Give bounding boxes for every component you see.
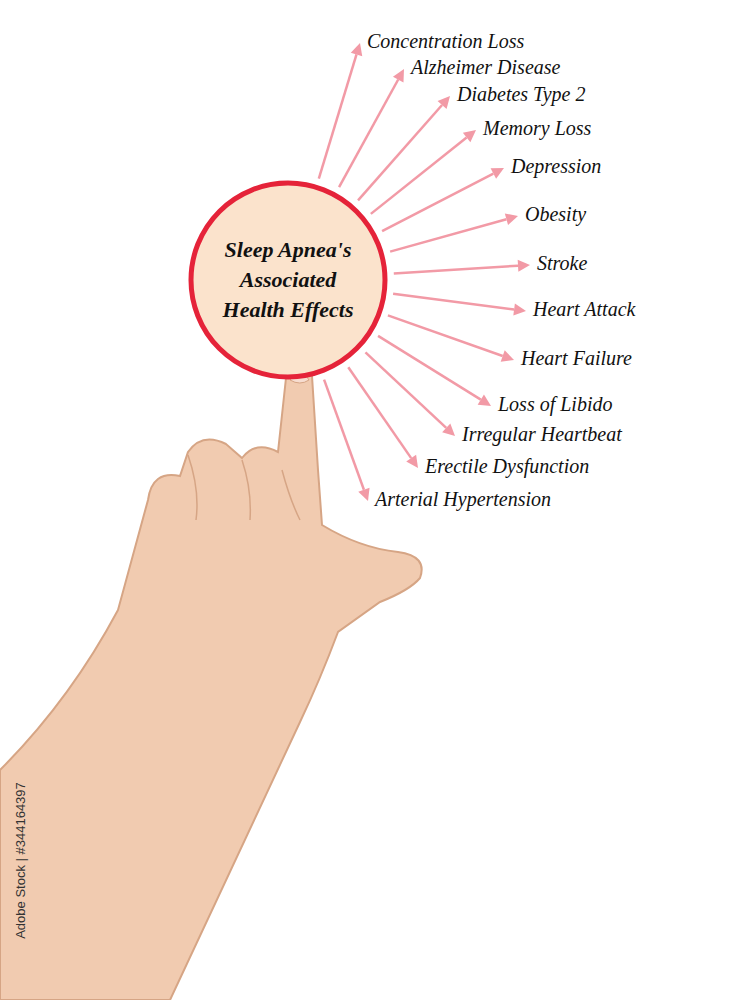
effect-label: Stroke <box>537 251 587 275</box>
circle-shape <box>191 183 385 377</box>
effect-label: Arterial Hypertension <box>375 487 551 511</box>
arrow-line <box>393 294 514 310</box>
arrow-line <box>394 266 518 274</box>
knuckle-line <box>188 455 300 520</box>
arrow-line <box>324 380 364 490</box>
arrow-line <box>339 80 398 188</box>
arrow-line <box>388 315 503 356</box>
hand-shape <box>0 366 422 1000</box>
arrow-line <box>382 174 493 232</box>
arrow-head <box>442 423 455 436</box>
effect-label: Heart Attack <box>533 297 635 321</box>
circle-title: Sleep Apnea's Associated Health Effects <box>208 235 368 325</box>
arrow-line <box>358 105 442 200</box>
arrow-head <box>518 260 530 272</box>
arrow-head <box>478 395 491 406</box>
effect-label: Concentration Loss <box>367 29 524 53</box>
effect-label: Loss of Libido <box>498 392 612 416</box>
arrow-head <box>406 455 418 468</box>
arrow-line <box>371 137 467 213</box>
effect-label: Heart Failure <box>521 346 632 370</box>
effect-label: Diabetes Type 2 <box>457 82 586 106</box>
arrow-line <box>365 352 446 427</box>
arrow-head <box>358 488 369 501</box>
arrow-head <box>491 168 504 179</box>
arrow-line <box>378 336 481 400</box>
effect-label: Irregular Heartbeat <box>462 422 622 446</box>
effect-label: Erectile Dysfunction <box>425 454 589 478</box>
arrow-head <box>505 213 518 225</box>
watermark: Adobe Stock | #344164397 <box>13 782 28 939</box>
arrow-head <box>351 43 362 56</box>
effect-label: Depression <box>511 154 601 178</box>
arrow-head <box>513 304 526 316</box>
effect-label: Alzheimer Disease <box>411 55 560 79</box>
arrow-head <box>438 96 450 109</box>
arrow-line <box>390 219 506 251</box>
central-circle: Sleep Apnea's Associated Health Effects <box>188 180 388 380</box>
arrow-line <box>348 367 411 458</box>
effect-label: Obesity <box>525 202 586 226</box>
arrow-head <box>463 130 476 142</box>
effect-label: Memory Loss <box>483 116 591 140</box>
arrow-line <box>319 54 357 178</box>
arrow-head <box>501 350 514 361</box>
arrow-head <box>393 69 404 82</box>
